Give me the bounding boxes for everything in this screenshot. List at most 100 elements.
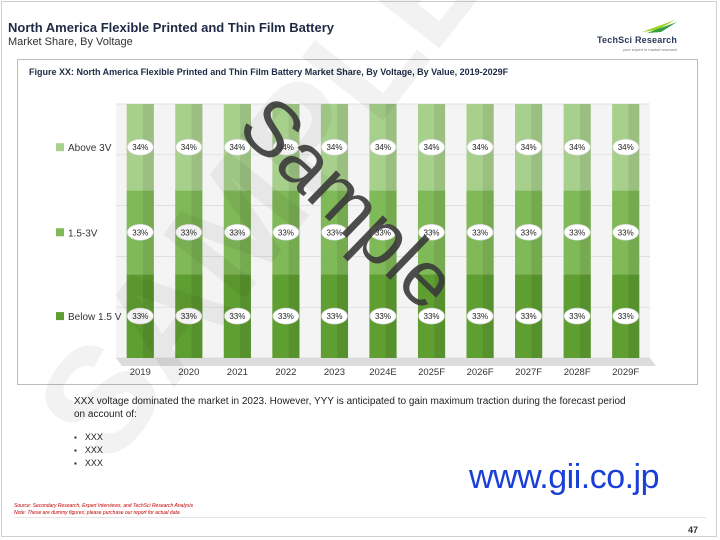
x-tick-label: 2023 <box>324 367 345 378</box>
data-label: 34% <box>278 143 294 152</box>
data-label-bubble <box>563 223 591 241</box>
x-tick-label: 2022 <box>275 367 296 378</box>
data-label-bubble <box>224 138 251 156</box>
data-label: 33% <box>569 228 585 237</box>
x-tick-label: 2019 <box>130 367 151 378</box>
data-label: 33% <box>472 312 488 321</box>
data-label-bubble <box>418 138 445 156</box>
legend-swatch <box>56 312 64 321</box>
commentary-text: XXX voltage dominated the market in 2023… <box>74 396 626 420</box>
data-label: 33% <box>521 228 537 237</box>
data-label: 33% <box>424 228 440 237</box>
data-label-bubble <box>272 138 300 156</box>
bullet-item: XXX <box>74 457 103 470</box>
data-label: 33% <box>326 312 342 321</box>
data-label-bubble <box>175 223 203 241</box>
legend-swatch <box>56 143 64 152</box>
data-label: 34% <box>521 143 537 152</box>
data-label: 34% <box>472 143 488 152</box>
data-label-bubble <box>272 223 300 241</box>
data-label: 33% <box>618 312 634 321</box>
x-tick-label: 2027F <box>515 367 542 378</box>
logo-tagline: your expert in market research <box>623 47 678 52</box>
x-tick-label: 2024E <box>369 367 396 378</box>
x-tick-label: 2025F <box>418 367 445 378</box>
data-label: 34% <box>424 143 440 152</box>
data-label: 34% <box>569 143 585 152</box>
data-label: 33% <box>229 312 245 321</box>
logo-mark-icon <box>642 20 677 33</box>
data-label: 34% <box>181 143 197 152</box>
source-note: Source: Secondary Research, Expert Inter… <box>14 503 193 517</box>
data-label: 34% <box>375 143 391 152</box>
gii-watermark-link[interactable]: www.gii.co.jp <box>469 458 660 496</box>
page-subtitle: Market Share, By Voltage <box>8 36 133 48</box>
data-label-bubble <box>272 307 300 325</box>
data-label: 33% <box>375 228 391 237</box>
data-label: 33% <box>181 228 197 237</box>
data-label: 34% <box>326 143 342 152</box>
data-label-bubble <box>321 138 348 156</box>
commentary-bullets: XXX XXX XXX <box>74 431 103 470</box>
data-label-bubble <box>126 223 154 241</box>
data-label-bubble <box>175 307 203 325</box>
legend-label: Below 1.5 V <box>68 312 122 323</box>
source-text: Source: Secondary Research, Expert Inter… <box>14 503 194 509</box>
data-label: 34% <box>132 143 148 152</box>
data-label: 33% <box>375 312 391 321</box>
data-label-bubble <box>224 307 251 325</box>
data-label: 33% <box>229 228 245 237</box>
data-label-bubble <box>466 138 494 156</box>
data-label-bubble <box>612 138 640 156</box>
data-label-bubble <box>126 307 154 325</box>
page-title: North America Flexible Printed and Thin … <box>8 20 335 35</box>
data-label: 33% <box>132 228 148 237</box>
data-label-bubble <box>612 223 640 241</box>
data-label: 33% <box>181 312 197 321</box>
x-tick-label: 2028F <box>564 367 591 378</box>
data-label-bubble <box>563 138 591 156</box>
data-label: 33% <box>521 312 537 321</box>
data-label: 33% <box>618 228 634 237</box>
logo-name: TechSci Research <box>597 35 678 45</box>
techsci-logo: TechSci Research your expert in market r… <box>597 18 687 52</box>
plot-floor <box>116 358 656 366</box>
legend-label: 1.5-3V <box>68 228 98 239</box>
data-label: 33% <box>278 228 294 237</box>
data-label-bubble <box>515 307 542 325</box>
data-label-bubble <box>466 223 494 241</box>
data-label-bubble <box>563 307 591 325</box>
dummy-note: Note: These are dummy figures; please pu… <box>14 510 180 516</box>
data-label-bubble <box>418 307 445 325</box>
x-tick-label: 2020 <box>178 367 199 378</box>
data-label: 33% <box>278 312 294 321</box>
data-label: 34% <box>229 143 245 152</box>
data-label-bubble <box>466 307 494 325</box>
data-label: 34% <box>618 143 634 152</box>
data-label-bubble <box>418 223 445 241</box>
footer-divider <box>14 517 706 518</box>
data-label: 33% <box>326 228 342 237</box>
data-label-bubble <box>321 223 348 241</box>
data-label-bubble <box>515 223 542 241</box>
data-label-bubble <box>369 307 397 325</box>
x-tick-label: 2026F <box>467 367 494 378</box>
data-label: 33% <box>132 312 148 321</box>
bullet-item: XXX <box>74 431 103 444</box>
data-label-bubble <box>515 138 542 156</box>
data-label: 33% <box>424 312 440 321</box>
page-number: 47 <box>688 525 699 535</box>
data-label: 33% <box>569 312 585 321</box>
data-label-bubble <box>321 307 348 325</box>
data-label-bubble <box>175 138 203 156</box>
data-label-bubble <box>369 138 397 156</box>
data-label-bubble <box>126 138 154 156</box>
bullet-item: XXX <box>74 444 103 457</box>
data-label: 33% <box>472 228 488 237</box>
legend-label: Above 3V <box>68 143 112 154</box>
figure-caption: Figure XX: North America Flexible Printe… <box>29 67 509 77</box>
data-label-bubble <box>612 307 640 325</box>
x-tick-label: 2029F <box>612 367 639 378</box>
